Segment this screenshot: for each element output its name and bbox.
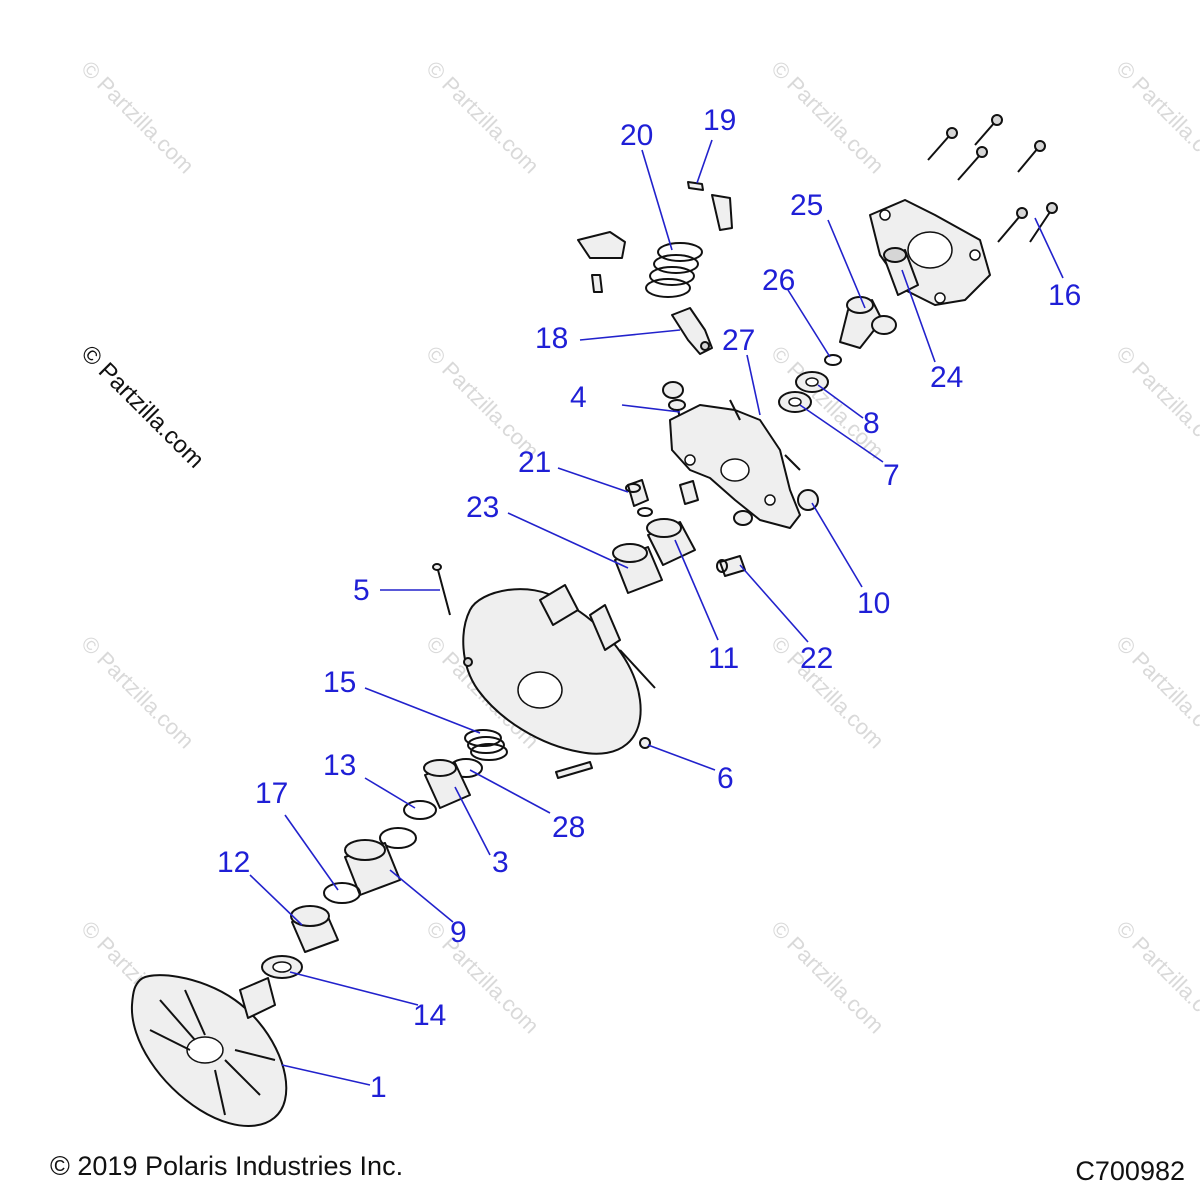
part-23-bushing xyxy=(612,543,663,594)
small-pin xyxy=(591,274,603,293)
callout-7: 7 xyxy=(883,459,900,492)
callout-15: 15 xyxy=(323,666,356,699)
part-3-bushing xyxy=(423,759,471,809)
callout-labels: 1 3 4 5 6 7 8 9 10 11 12 13 14 15 16 17 … xyxy=(217,104,1081,1104)
callout-17: 17 xyxy=(255,777,288,810)
part-12-bushing xyxy=(290,905,339,953)
part-5-pin xyxy=(432,563,451,616)
watermark: © Partzilla.com xyxy=(1111,631,1200,754)
callout-18: 18 xyxy=(535,322,568,355)
side-watermark: © Partzilla.com xyxy=(76,340,209,473)
callout-1: 1 xyxy=(370,1071,387,1104)
part-21-roller xyxy=(625,479,653,517)
part-6-ball xyxy=(639,737,651,749)
callout-10: 10 xyxy=(857,587,890,620)
part-17-ring xyxy=(323,882,361,904)
part-20-spring xyxy=(645,242,703,298)
callout-25: 25 xyxy=(790,189,823,222)
ring xyxy=(379,827,417,849)
part-15-spring xyxy=(464,729,508,761)
part-16-bolts xyxy=(927,114,1058,243)
set-screw xyxy=(463,657,473,667)
callout-12: 12 xyxy=(217,846,250,879)
callout-20: 20 xyxy=(620,119,653,152)
callout-26: 26 xyxy=(762,264,795,297)
part-24-bushing xyxy=(883,247,919,296)
callout-21: 21 xyxy=(518,446,551,479)
watermark: © Partzilla.com xyxy=(1111,341,1200,464)
part-1-fixed-sheave xyxy=(130,974,288,1127)
cap xyxy=(662,381,684,399)
leader-lines xyxy=(249,139,1064,1086)
callout-3: 3 xyxy=(492,846,509,879)
callout-4: 4 xyxy=(570,381,587,414)
part-26-oring xyxy=(824,354,842,366)
watermark: © Partzilla.com xyxy=(421,341,544,464)
callout-9: 9 xyxy=(450,916,467,949)
watermark: © Partzilla.com xyxy=(766,56,889,179)
cam-weight xyxy=(577,231,626,259)
pin-rod xyxy=(555,761,593,779)
part-13-ring xyxy=(403,800,437,820)
watermark: © Partzilla.com xyxy=(76,56,199,179)
callout-6: 6 xyxy=(717,762,734,795)
watermark: © Partzilla.com xyxy=(76,631,199,754)
roller-pin xyxy=(679,480,699,505)
weight-arm xyxy=(711,194,733,231)
callout-24: 24 xyxy=(930,361,963,394)
part-9-bushing xyxy=(344,839,401,896)
callout-23: 23 xyxy=(466,491,499,524)
part-18-weight xyxy=(671,307,713,355)
diagram-code: C700982 xyxy=(1075,1156,1185,1186)
copyright-text: © 2019 Polaris Industries Inc. xyxy=(50,1151,403,1181)
callout-5: 5 xyxy=(353,574,370,607)
watermark: © Partzilla.com xyxy=(766,916,889,1039)
watermark: © Partzilla.com xyxy=(1111,56,1200,179)
callout-13: 13 xyxy=(323,749,356,782)
callout-11: 11 xyxy=(708,642,739,675)
callout-16: 16 xyxy=(1048,279,1081,312)
moveable-sheave xyxy=(462,584,656,755)
callout-19: 19 xyxy=(703,104,736,137)
callout-14: 14 xyxy=(413,999,446,1032)
watermark: © Partzilla.com xyxy=(1111,916,1200,1039)
callout-27: 27 xyxy=(722,324,755,357)
callout-8: 8 xyxy=(863,407,880,440)
part-11-bushing xyxy=(646,518,696,566)
watermark: © Partzilla.com xyxy=(421,56,544,179)
part-19-pin xyxy=(687,181,704,191)
part-27-spider-housing xyxy=(669,399,801,529)
part-25-shaft xyxy=(839,296,897,349)
callout-28: 28 xyxy=(552,811,585,844)
callout-22: 22 xyxy=(800,642,833,675)
